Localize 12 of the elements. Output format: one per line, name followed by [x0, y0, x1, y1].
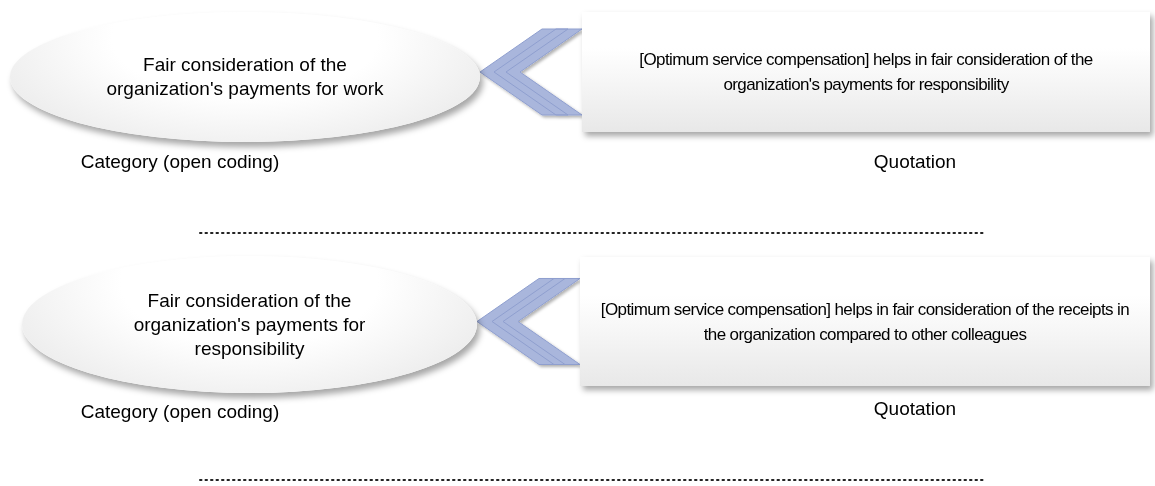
quotation-caption: Quotation	[872, 150, 958, 174]
double-chevron-arrow	[476, 278, 581, 365]
quotation-box	[582, 12, 1150, 132]
category-caption: Category (open coding)	[79, 400, 281, 424]
quotation-box	[580, 257, 1150, 386]
quotation-text: [Optimum service compensation] helps in fair consideration of the receipts in the organization compared to other colleagues	[599, 298, 1131, 346]
category-text: Fair consideration of the organization's payments for responsibility	[132, 288, 367, 361]
category-text: Fair consideration of the organization's payments for work	[105, 53, 385, 101]
quotation-caption: Quotation	[872, 397, 958, 421]
quotation-text: [Optimum service compensation] helps in fair consideration of the organization's payments for responsibility	[638, 49, 1094, 96]
category-caption: Category (open coding)	[79, 150, 281, 174]
double-chevron-arrow	[479, 28, 583, 116]
